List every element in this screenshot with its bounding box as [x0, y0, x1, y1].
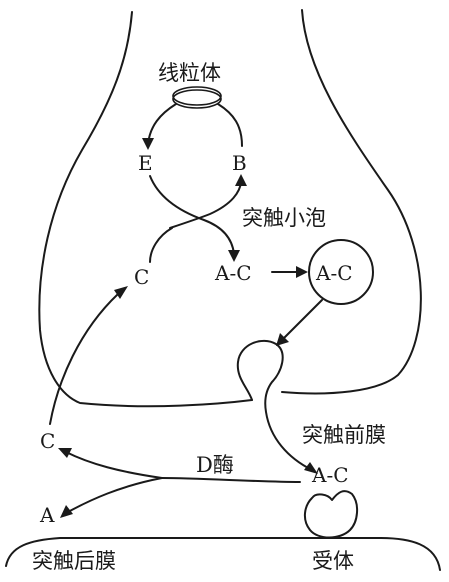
- label-C-lower: C: [40, 429, 55, 453]
- fused-vesicle: [236, 339, 313, 471]
- arrow-to-C-lower: [65, 451, 163, 479]
- arc-mito-to-B: [217, 103, 243, 147]
- label-C-upper: C: [134, 265, 149, 289]
- label-postsynaptic-membrane: 突触后膜: [32, 549, 116, 573]
- label-AC-cytoplasm: A-C: [214, 261, 252, 285]
- arrowhead-A: [60, 505, 73, 518]
- synaptic-vesicle-circle: [308, 239, 374, 305]
- arrowhead-E: [142, 138, 154, 150]
- arrowhead-AC: [228, 250, 240, 262]
- label-AC-vesicle: A-C: [315, 261, 353, 285]
- label-E: E: [138, 151, 153, 175]
- arrowhead-to-cleft: [304, 462, 318, 474]
- label-B: B: [232, 151, 247, 175]
- label-receptor: 受体: [312, 549, 354, 573]
- arrowhead-to-vesicle: [296, 266, 308, 278]
- curve-cross-to-B: [169, 181, 242, 229]
- presynaptic-outline-right: [281, 9, 422, 395]
- arrowhead-B: [235, 174, 247, 186]
- mitochondria-shape: [172, 89, 222, 109]
- arrowhead-C-lower: [58, 448, 72, 458]
- presynaptic-outline-left: [38, 11, 253, 408]
- arrow-to-A: [67, 477, 163, 513]
- label-enzyme: D酶: [196, 453, 234, 477]
- curve-E-to-cross: [149, 175, 235, 255]
- arc-cross-to-C: [149, 227, 173, 263]
- receptor-shape: [304, 490, 358, 539]
- label-AC-cleft: A-C: [311, 463, 349, 487]
- label-presynaptic-membrane: 突触前膜: [302, 423, 386, 447]
- arrowhead-to-membrane: [276, 333, 289, 346]
- label-A: A: [39, 503, 55, 527]
- line-enzyme-split: [161, 477, 301, 483]
- arrow-reuptake-C: [49, 293, 119, 425]
- mitochondria-shape-inner: [172, 86, 222, 106]
- arrow-vesicle-to-membrane: [281, 299, 323, 341]
- arrowhead-C-upper: [114, 286, 128, 299]
- postsynaptic-membrane-line: [5, 537, 441, 571]
- label-synaptic-vesicle: 突触小泡: [242, 206, 326, 230]
- label-mitochondria: 线粒体: [158, 61, 221, 85]
